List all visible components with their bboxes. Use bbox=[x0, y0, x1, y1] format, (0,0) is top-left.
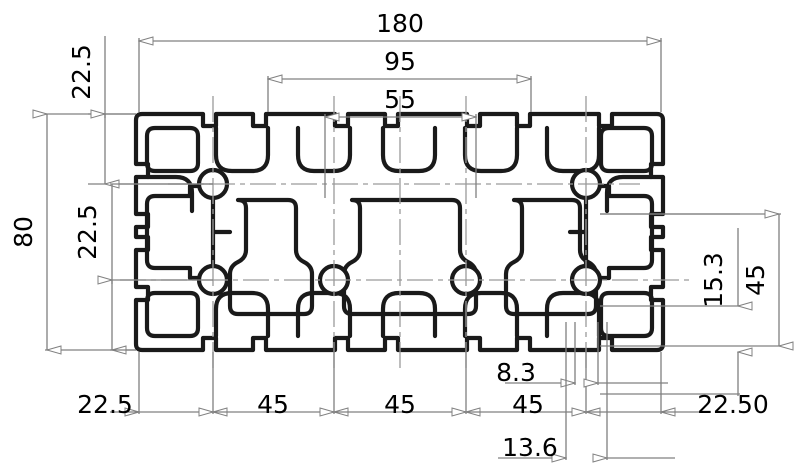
dimtext-45-2: 45 bbox=[384, 390, 416, 419]
slot-neck-top-1 bbox=[295, 125, 353, 174]
dimtext-225-left: 22.5 bbox=[77, 390, 133, 419]
slot-neck-top-4 bbox=[544, 125, 602, 174]
slot-neck-bottom-4 bbox=[544, 290, 602, 339]
dimtext-225-gap: 22.5 bbox=[73, 204, 102, 260]
dimtext-83: 8.3 bbox=[496, 358, 536, 387]
dimtext-80: 80 bbox=[9, 216, 38, 248]
dimtext-153: 15.3 bbox=[699, 252, 728, 308]
slot-neck-top-2 bbox=[380, 125, 438, 174]
dim-edge-to-slot bbox=[600, 213, 740, 396]
centre-lines bbox=[120, 96, 690, 372]
slot-neck-right-side bbox=[604, 174, 654, 214]
dimension-text-layer: 180 95 55 80 22.5 22.5 15.3 45 22.5 45 4… bbox=[9, 9, 770, 462]
dimtext-180: 180 bbox=[376, 9, 424, 38]
dim-overall-width bbox=[139, 38, 661, 112]
bay-chamber-1 bbox=[227, 197, 315, 317]
dim-slot-opening bbox=[505, 322, 668, 385]
slot-neck-left-bottom bbox=[213, 290, 271, 339]
dim-slot-undercut bbox=[498, 322, 675, 460]
dimtext-45-3: 45 bbox=[512, 390, 544, 419]
chamber-lower-right bbox=[598, 290, 655, 339]
chamber-upper-left bbox=[144, 125, 201, 174]
slot-neck-left-side bbox=[145, 174, 195, 214]
slot-neck-left-top bbox=[213, 125, 271, 174]
chamber-upper-right bbox=[598, 125, 655, 174]
dimtext-95: 95 bbox=[384, 47, 416, 76]
dimtext-136: 13.6 bbox=[502, 433, 558, 462]
bay-chamber-3 bbox=[503, 197, 599, 317]
slot-neck-bottom-1 bbox=[295, 290, 353, 339]
dim-span-95 bbox=[268, 76, 531, 112]
dimension-layer bbox=[45, 36, 781, 460]
dimtext-225-top: 22.5 bbox=[67, 44, 96, 100]
dim-bottom-chain bbox=[110, 352, 700, 414]
slot-neck-bottom-2 bbox=[380, 290, 438, 339]
dim-upper-slot-gap bbox=[110, 183, 213, 350]
dimtext-45-right: 45 bbox=[741, 264, 770, 296]
dimtext-45-1: 45 bbox=[257, 390, 289, 419]
profile-cross-section bbox=[133, 111, 666, 353]
chamber-lower-left bbox=[144, 290, 201, 339]
bay-chamber-centre bbox=[341, 197, 479, 317]
dim-span-55 bbox=[325, 114, 476, 198]
dimtext-2250: 22.50 bbox=[697, 390, 769, 419]
dimtext-55: 55 bbox=[384, 85, 416, 114]
